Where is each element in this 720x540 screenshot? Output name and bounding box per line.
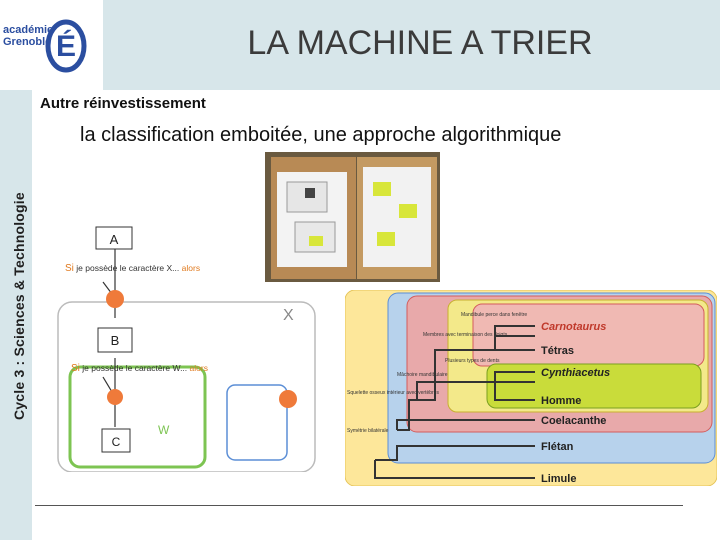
rule-x-prefix: Si <box>65 263 74 274</box>
other-set-region <box>226 384 288 461</box>
species-carnotaurus: Carnotaurus <box>541 321 606 333</box>
sorting-flow-diagram: A Si je possède le caractère X... alors … <box>57 226 316 472</box>
page-title: LA MACHINE A TRIER <box>247 24 593 62</box>
box-a-label: A <box>110 232 119 247</box>
box-b-label: B <box>111 333 120 348</box>
node-label-6: Symétrie bilatérale <box>347 428 389 434</box>
subtitle: Autre réinvestissement <box>40 95 206 112</box>
rule-w-body: je possède le caractère W... <box>80 363 190 373</box>
rule-x-suffix: alors <box>182 263 200 273</box>
rule-w-text: Si je possède le caractère W... alors <box>71 363 208 374</box>
rule-x-body: je possède le caractère X... <box>74 263 182 273</box>
node-other <box>279 390 297 408</box>
tree-green-set <box>486 363 702 409</box>
set-w-label: W <box>158 423 170 437</box>
academie-logo: académie Grenoble É <box>0 0 103 90</box>
species-tetras: Tétras <box>541 345 574 357</box>
logo-line-1: académie <box>3 24 54 36</box>
box-b <box>97 327 133 353</box>
sorting-machine-photo <box>265 152 440 282</box>
node-label-3: Plusieurs types de dents <box>445 358 500 364</box>
species-homme: Homme <box>541 395 581 407</box>
species-limule: Limule <box>541 473 576 485</box>
bottom-rule <box>35 505 683 506</box>
nested-classification-tree: Carnotaurus Tétras Cynthiacetus Homme Co… <box>345 290 717 486</box>
logo-text: académie Grenoble <box>3 24 53 48</box>
rule-w-prefix: Si <box>71 363 80 374</box>
logo-line-2: Grenoble <box>3 36 52 48</box>
logo-emblem: É <box>45 19 87 73</box>
set-x-label: X <box>283 307 294 324</box>
logo-letter: É <box>56 29 76 63</box>
heading: la classification emboitée, une approche… <box>80 124 562 146</box>
box-c <box>101 428 131 453</box>
node-label-1: Mandibule perce dans fenêtre <box>461 312 527 318</box>
species-fletan: Flétan <box>541 441 574 453</box>
species-cynthiacetus: Cynthiacetus <box>541 367 610 379</box>
node-label-5: Squelette osseux intérieur avec vertèbre… <box>347 390 439 396</box>
set-w-region <box>68 365 207 469</box>
rule-w-suffix: alors <box>190 363 208 373</box>
side-label: Cycle 3 : Sciences & Technologie <box>11 192 27 420</box>
node-label-2: Membres avec terminaison des doigts <box>423 332 508 338</box>
node-w <box>107 389 123 405</box>
box-a <box>95 226 133 250</box>
rule-x-text: Si je possède le caractère X... alors <box>65 263 200 274</box>
node-x <box>106 290 124 308</box>
node-label-4: Mâchoire mandibulaire <box>397 372 448 378</box>
header-band <box>103 0 720 90</box>
box-c-label: C <box>112 435 121 449</box>
species-coelacanthe: Coelacanthe <box>541 415 606 427</box>
left-side-band <box>0 0 32 540</box>
